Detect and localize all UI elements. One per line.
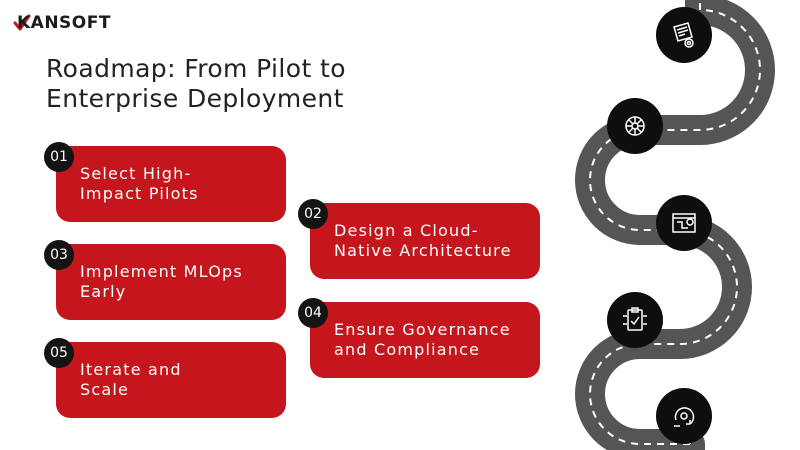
step-label: Ensure Governance and Compliance — [334, 320, 511, 359]
step-card-02: Design a Cloud- Native Architecture — [310, 203, 540, 279]
blueprint-gear-icon — [656, 195, 712, 251]
step-card-05: Iterate and Scale — [56, 342, 286, 418]
iteration-cycle-icon — [656, 388, 712, 444]
step-number-badge: 01 — [44, 142, 74, 172]
step-number-badge: 02 — [298, 199, 328, 229]
title-line-1: Roadmap: From Pilot to — [46, 54, 346, 83]
step-card-04: Ensure Governance and Compliance — [310, 302, 540, 378]
step-label: Design a Cloud- Native Architecture — [334, 221, 512, 260]
step-label: Select High- Impact Pilots — [80, 164, 199, 203]
document-gear-icon — [656, 7, 712, 63]
step-number-badge: 03 — [44, 240, 74, 270]
step-label: Implement MLOps Early — [80, 262, 243, 301]
step-number-badge: 05 — [44, 338, 74, 368]
page-title: Roadmap: From Pilot to Enterprise Deploy… — [46, 54, 426, 114]
step-label: Iterate and Scale — [80, 360, 182, 399]
step-number-badge: 04 — [298, 298, 328, 328]
logo-checkmark-icon — [13, 14, 31, 31]
step-card-01: Select High- Impact Pilots — [56, 146, 286, 222]
compliance-clipboard-icon — [607, 292, 663, 348]
title-line-2: Enterprise Deployment — [46, 84, 344, 113]
brand-name: KANSOFT — [17, 13, 111, 33]
network-hub-icon — [607, 98, 663, 154]
step-card-03: Implement MLOps Early — [56, 244, 286, 320]
